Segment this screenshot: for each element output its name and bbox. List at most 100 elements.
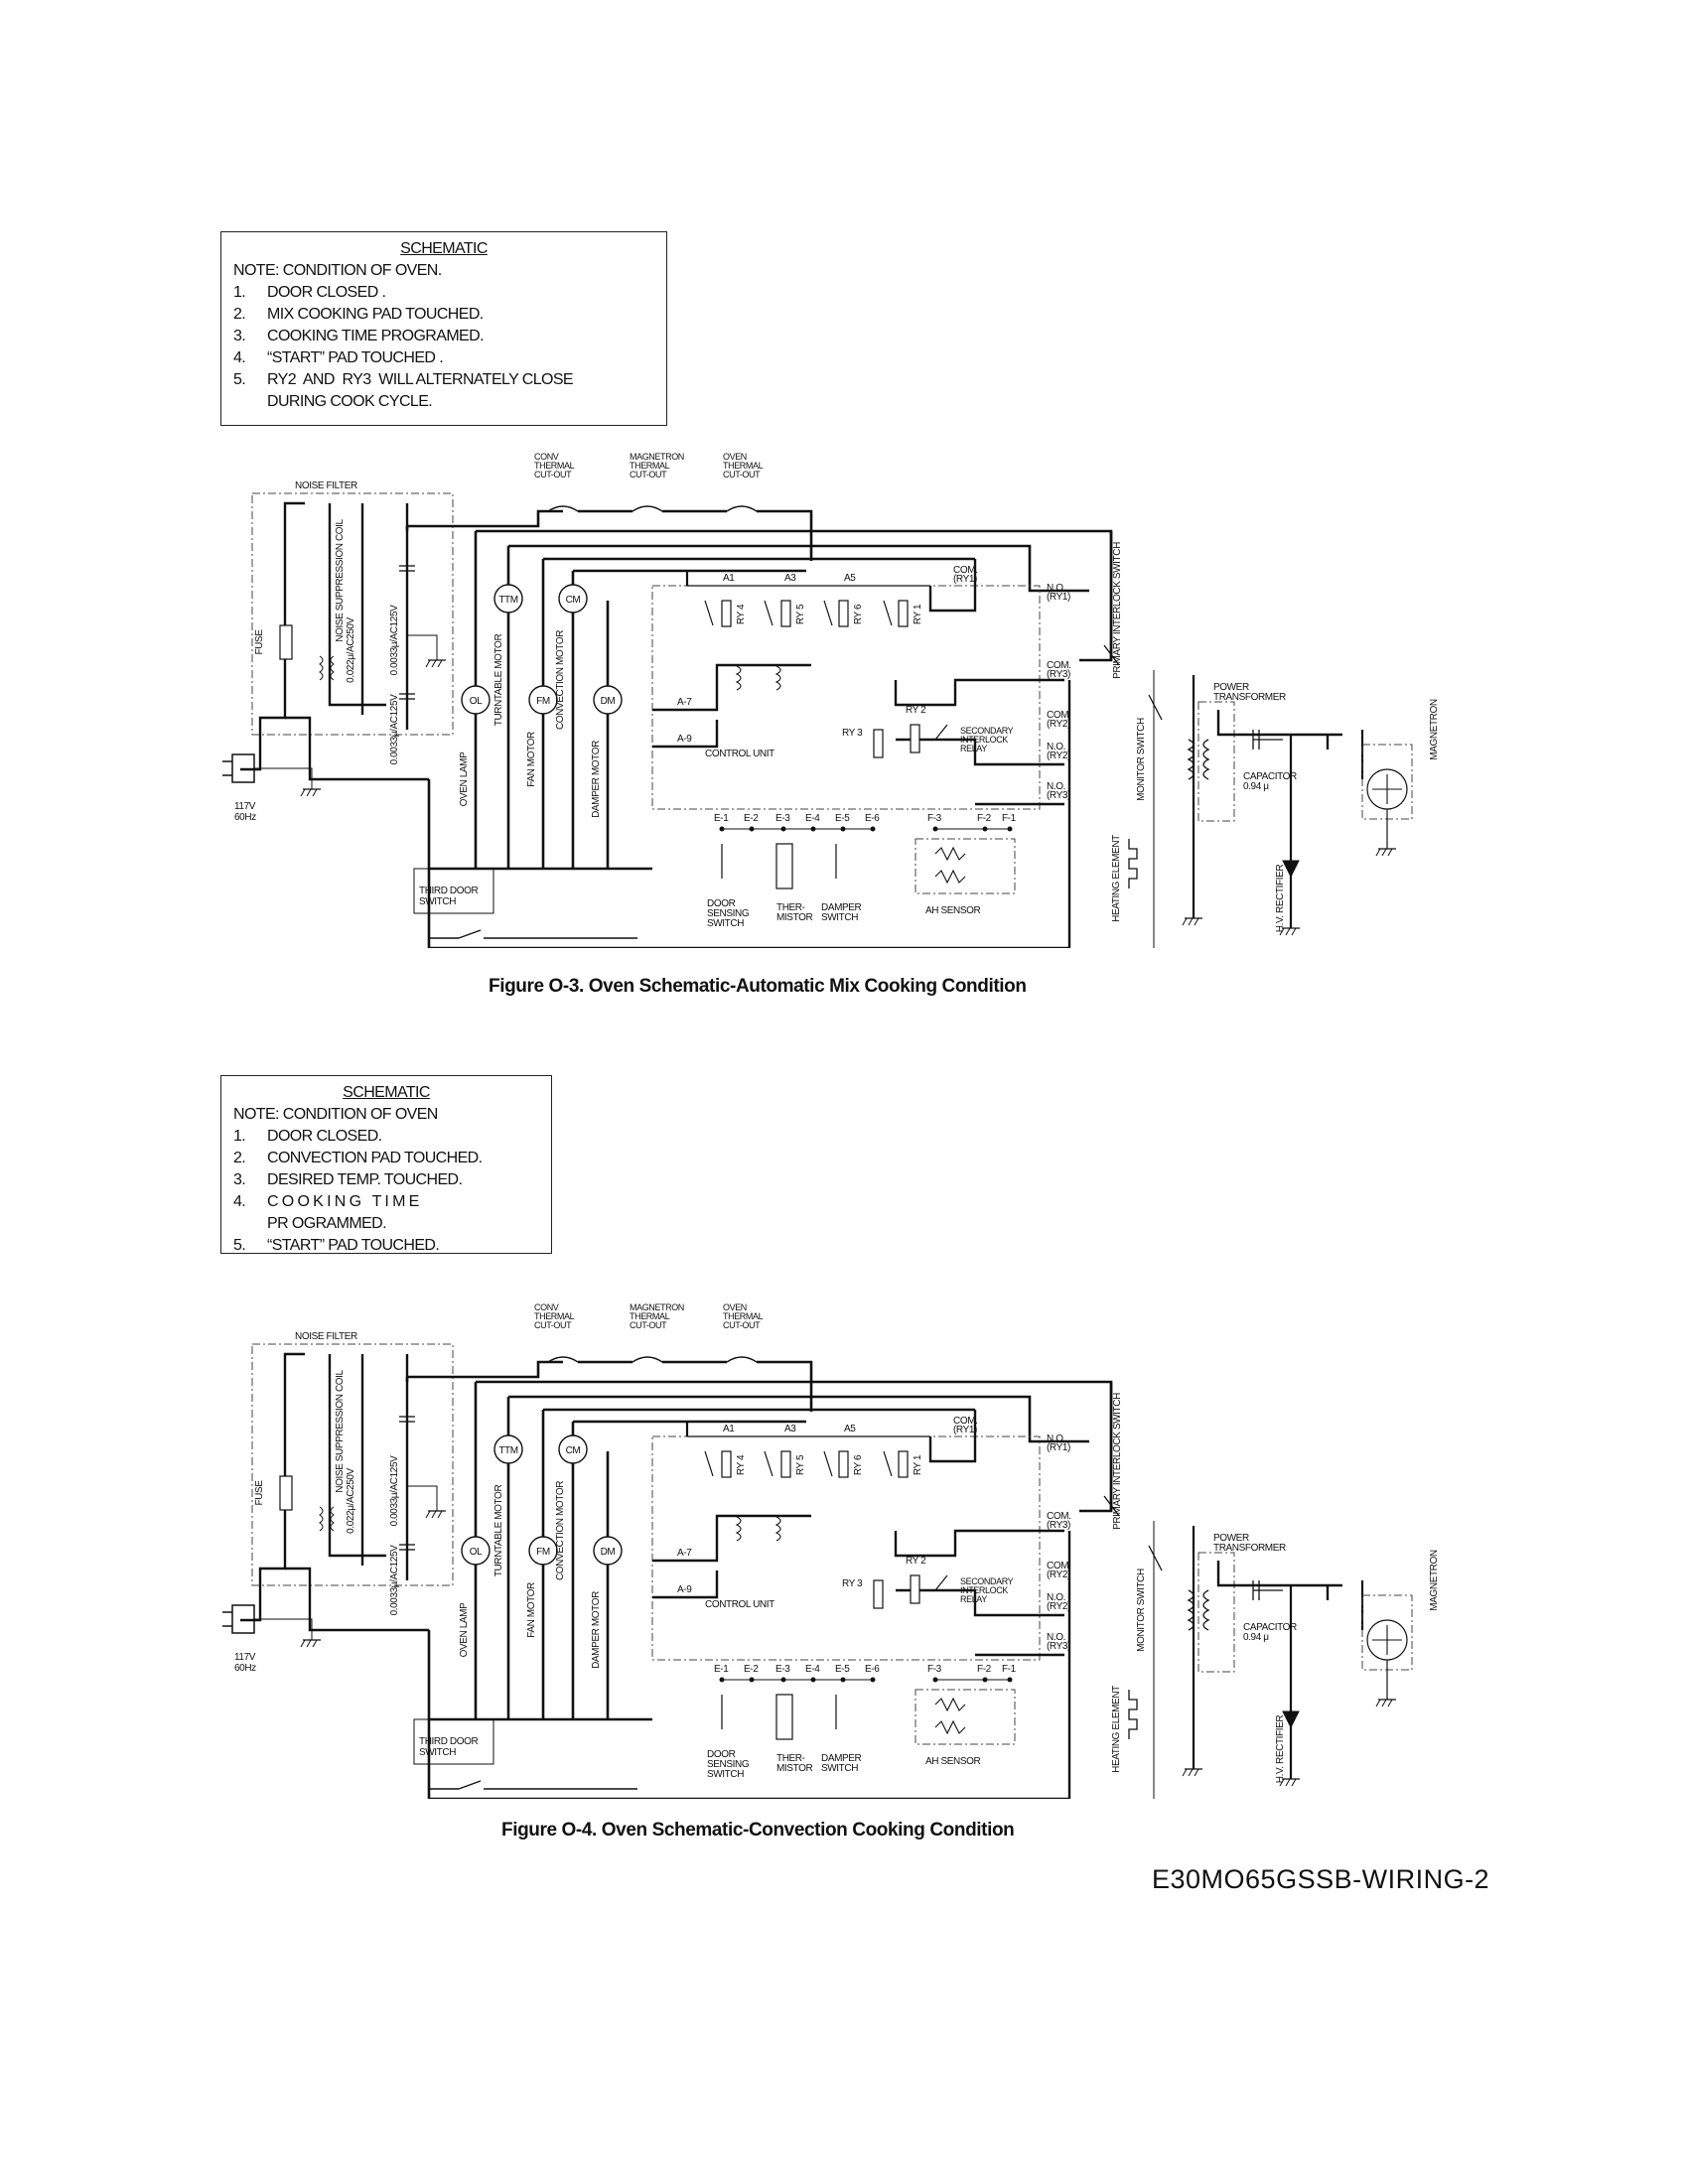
ground-icon [1285,927,1291,936]
terminal-e-label: E-5 [835,1664,850,1675]
wire [894,1529,1064,1558]
ground-icon [1182,1768,1188,1777]
power-transformer-label: TRANSFORMER [1213,692,1286,703]
com-ry3-label: (RY3) [1047,669,1070,680]
convection-motor-icon-label: CM [566,595,581,606]
door-sensing-label: SENSING [707,908,750,919]
thermal-cutout-icon [726,505,758,512]
no-ry2-label: N.O. [1047,742,1065,752]
relay-coil-icon [838,600,849,627]
no-ry3-label: N.O. [1047,781,1065,792]
transformer-core [1197,701,1235,822]
capacitor-label: 0.94 μ [1243,781,1269,792]
control-unit-label: CONTROL UNIT [705,749,774,759]
secondary-interlock-label: RELAY [960,744,987,753]
wire [894,678,1064,707]
third-door-switch-label: SWITCH [419,1747,456,1758]
note-item-5: 5.“START” PAD TOUCHED. [233,1237,440,1254]
relay-coil-icon [780,1450,791,1478]
no-ry1-label: (RY1) [1047,1442,1070,1453]
wire [407,634,438,660]
switch-icon [458,1780,482,1790]
hv-rectifier-label: H.V. RECTIFIER [1275,865,1286,933]
note-header: NOTE: CONDITION OF OVEN. [233,262,442,279]
cap-c-label: 0.0033μ/AC125V [389,1545,400,1616]
capacitor-label: CAPACITOR [1243,771,1297,782]
note-title: SCHEMATIC [343,1084,430,1101]
third-door-switch-box [413,1718,494,1765]
oven-cutout-label: CUT-OUT [723,1320,761,1330]
no-ry1-label: N.O. [1047,583,1065,594]
relay-coil-icon [898,600,909,627]
secondary-interlock-label: SECONDARY [960,726,1014,736]
turntable-motor-label: TURNTABLE MOTOR [493,634,504,727]
ground-icon [1375,1699,1381,1707]
thermistor-label: MISTOR [776,1763,812,1774]
coil-icon [330,655,335,681]
transformer-secondary-icon [1202,739,1210,780]
secondary-interlock-label: RELAY [960,1594,987,1604]
wire [1216,710,1293,737]
conv-cutout-label: CUT-OUT [534,1320,572,1330]
wire [254,1618,313,1640]
convection-motor-label: CONVECTION MOTOR [555,1481,566,1580]
ry2-label: RY 2 [906,1556,926,1567]
monitor-switch-label: MONITOR SWITCH [1136,718,1147,801]
document-id: E30MO65GSSB-WIRING-2 [1152,1864,1490,1894]
relay-label: RY 6 [853,604,864,624]
heating-element-label: HEATING ELEMENT [1111,1686,1122,1773]
fuse-icon [279,624,293,660]
transformer-secondary-icon [1202,1589,1210,1631]
figure-caption-2: Figure O-4. Oven Schematic-Convection Co… [501,1820,1015,1841]
capacitor-label: 0.94 μ [1243,1632,1269,1643]
com-ry2-label: COM. [1047,710,1071,721]
relay-coil-icon [910,1574,920,1604]
transformer-primary-icon [1187,1589,1195,1631]
terminal-e-label: E-1 [714,813,729,824]
note-item-2: 2.MIX COOKING PAD TOUCHED. [233,306,484,323]
oven-cutout-label: OVEN [723,1302,747,1312]
wire [928,559,977,613]
relay-coil-icon [873,729,884,758]
fuse-icon [279,1475,293,1511]
wire [508,544,1089,593]
damper-switch-label: SWITCH [821,1763,858,1774]
note-item-2: 2.CONVECTION PAD TOUCHED. [233,1150,483,1166]
cap-b-label: 0.022μ/AC250V [346,616,356,682]
power-transformer-label: POWER [1213,682,1249,693]
relay-label: RY 6 [853,1454,864,1475]
terminal-e-label: E-6 [865,1664,880,1675]
wire [285,716,429,781]
oven-lamp-icon [461,685,491,715]
thermistor-icon [775,1694,793,1740]
magnetron-cutout-label: THERMAL [630,1311,670,1321]
relay-coil-icon [873,1579,884,1609]
cap-a-label: 0.0033μ/AC125V [389,605,400,676]
terminal-f-label: F-2 [977,813,992,824]
terminal-a9-label: A-9 [677,734,692,745]
relay-contact-icon [704,1450,714,1477]
switch-icon [1148,1545,1163,1571]
no-ry2-label: (RY2) [1047,1601,1070,1612]
fan-motor-icon [528,685,558,715]
wire [928,1410,977,1463]
thermistor-label: THER- [776,1753,805,1764]
turntable-motor-icon-label: TTM [498,1445,517,1456]
relay-label: RY 4 [736,1454,747,1475]
thermal-cutout-icon [547,1356,579,1363]
relay-label: RY 1 [913,604,923,624]
coil-icon [330,1506,335,1532]
transformer-core [1197,1552,1235,1673]
wire [757,509,813,561]
hv-rectifier-label: H.V. RECTIFIER [1275,1715,1286,1784]
sensor-icon [934,1697,966,1712]
note-item-4: 4.C O O K I N G T I M E [233,1193,419,1210]
ry3-label: RY 3 [842,728,863,739]
coil-icon [319,1506,324,1532]
fan-motor-label: FAN MOTOR [526,732,537,787]
wire [757,1360,813,1412]
note-title: SCHEMATIC [400,240,488,257]
wire [328,503,386,707]
heating-element-label: HEATING ELEMENT [1111,835,1122,922]
